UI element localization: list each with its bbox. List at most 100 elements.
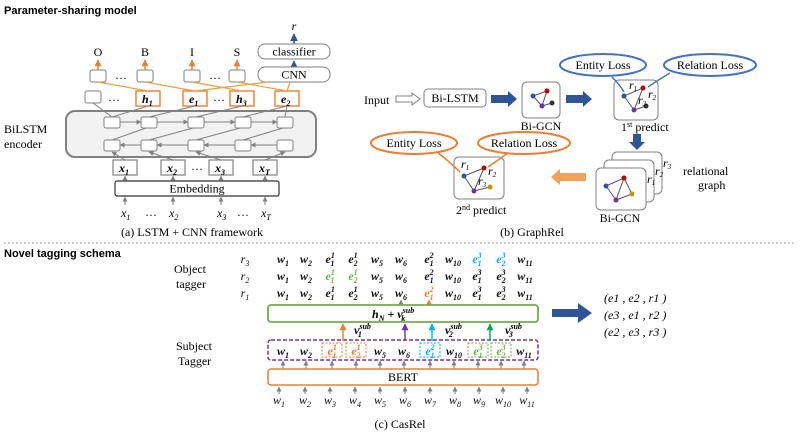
classifier-box (257, 43, 331, 60)
input-w4: w4 (349, 393, 361, 409)
object-tag-1-1: w2 (300, 269, 312, 285)
arrow-down-relational (629, 134, 645, 150)
relation-loss-link-orange (487, 152, 509, 168)
bigcn-label-2: Bi-GCN (600, 211, 641, 225)
subject-token-5: w6 (398, 344, 410, 360)
output-tags: O B I S (94, 45, 241, 59)
relational-graph-label-1: relational (683, 164, 729, 178)
object-tag-1-7: w10 (445, 269, 461, 285)
dots-hidden-1: … (108, 90, 120, 104)
bilstm-label-2: encoder (4, 137, 42, 151)
caption-c: (c) CasRel (375, 417, 427, 431)
tag-o: O (94, 45, 103, 59)
embedding-arrows (122, 175, 268, 205)
object-tag-0-5: w6 (395, 252, 407, 268)
arrow-to-bigcn-1 (491, 91, 517, 107)
input-w2: w2 (299, 393, 311, 409)
relation-loss-orange (477, 131, 571, 155)
triple-2: (e3 , e1 , r2 ) (604, 308, 666, 322)
relation-loss-orange-label: Relation Loss (491, 136, 558, 150)
hn-vk-sub-box (267, 304, 539, 323)
arrow-to-first-predict (566, 91, 592, 107)
relational-stack-1 (595, 167, 647, 211)
graph-icon-first-predict (621, 85, 649, 113)
cross-connections (97, 81, 291, 92)
graphrel-bilstm-label: Bi-LSTM (431, 91, 479, 105)
input-w8: w8 (449, 393, 461, 409)
relation-loss-blue (663, 53, 757, 77)
bigcn-label-1: Bi-GCN (521, 119, 562, 133)
stack-r1: r1 (647, 172, 655, 187)
tag-s: S (234, 45, 241, 59)
classifier-label: classifier (272, 45, 315, 59)
second-predict-label: 2nd predict (456, 203, 507, 217)
bilstm-cells (103, 116, 294, 152)
hidden-state-row (84, 90, 300, 107)
entity-e2: e2 (281, 92, 290, 108)
input-w11: w11 (519, 393, 534, 409)
relational-graph-label-2: graph (698, 178, 725, 192)
object-tag-2-5: w6 (395, 286, 407, 302)
first-predict-label: 1st predict (621, 120, 669, 134)
bilstm-label-1: BiLSTM (4, 122, 48, 136)
row-label-r2: r2 (241, 269, 250, 285)
tag-i: I (190, 45, 194, 59)
second-predict-r2: r2 (488, 164, 497, 179)
subject-token-4: w5 (374, 344, 386, 360)
arrow-to-second-predict (551, 169, 586, 185)
arrow-to-triples (552, 303, 592, 323)
hollow-arrow (395, 92, 421, 106)
input-w7: w7 (424, 393, 437, 409)
caption-b: (b) GraphRel (500, 225, 564, 239)
triple-3: (e2 , e3 , r3 ) (604, 325, 666, 339)
bilstm-connections (92, 102, 288, 148)
input-x3: x3 (216, 206, 226, 222)
subject-highlight-8 (467, 342, 489, 358)
bigcn-box-1 (521, 81, 561, 119)
object-tagger-label-2: tagger (176, 277, 206, 291)
object-tag-0-1: w2 (300, 252, 312, 268)
object-tag-2-0: w1 (277, 286, 289, 302)
xbox-1: x1 (118, 161, 129, 177)
embedding-label: Embedding (169, 182, 224, 196)
object-tag-0-10: w11 (517, 252, 533, 268)
subject-tagger-box (267, 339, 539, 361)
xbox-2: x2 (166, 161, 177, 177)
input-w10: w10 (495, 393, 511, 409)
input-token-boxes (112, 159, 278, 176)
object-tagger-label-1: Object (174, 262, 207, 276)
dots-hidden-2: … (213, 90, 225, 104)
dots-input-2: … (237, 205, 249, 219)
parameter-sharing-heading: Parameter-sharing model (4, 5, 137, 17)
input-w6: w6 (399, 393, 411, 409)
xbox-t: xT (258, 161, 271, 177)
input-w3: w3 (324, 393, 336, 409)
first-predict-r3: r3 (638, 93, 647, 108)
dots-input-1: … (145, 205, 157, 219)
tag-arrows (94, 59, 241, 70)
entity-loss-blue (559, 53, 647, 77)
embedding-box (114, 180, 280, 197)
input-x2: x2 (168, 206, 178, 222)
object-tag-2-10: w11 (517, 286, 533, 302)
first-predict-r2: r2 (648, 87, 657, 102)
